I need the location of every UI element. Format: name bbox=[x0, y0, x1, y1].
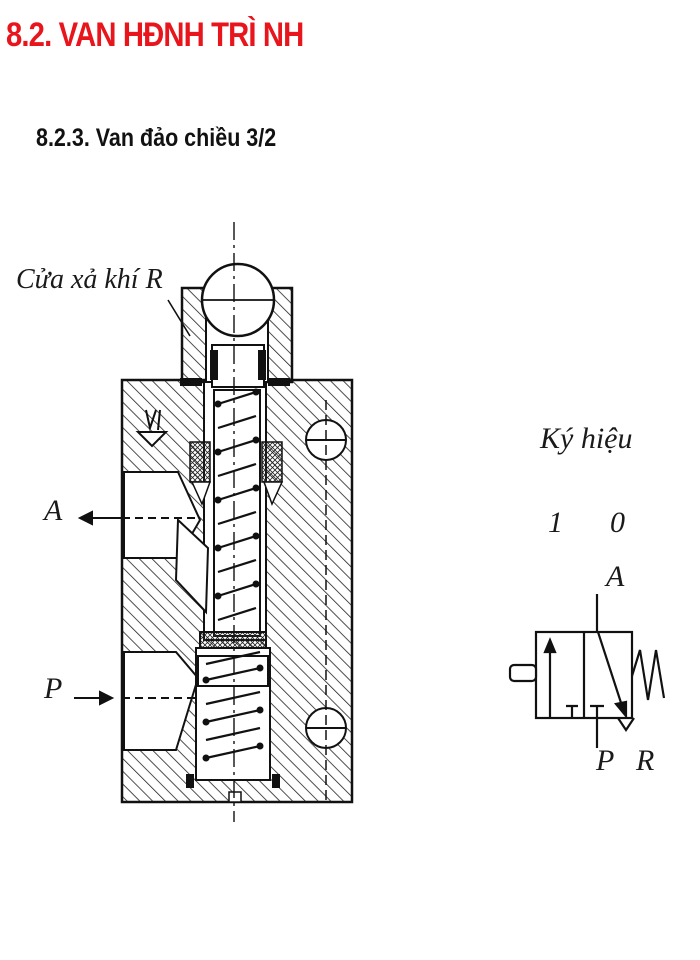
exhaust-vent bbox=[135, 409, 169, 448]
plunger-head bbox=[180, 262, 290, 388]
port-a-label: A bbox=[44, 494, 63, 527]
symbol-port-a-label: A bbox=[606, 560, 625, 593]
upper-spring bbox=[213, 388, 261, 637]
symbol-port-p-label: P bbox=[596, 744, 615, 777]
section-subtitle: 8.2.3. Van đảo chiều 3/2 bbox=[36, 124, 277, 152]
guide-bushing bbox=[189, 441, 284, 506]
position-1-label: 1 bbox=[548, 506, 563, 539]
exhaust-leader bbox=[167, 299, 191, 337]
exhaust-label: Cửa xả khí R bbox=[16, 264, 163, 295]
symbol-heading: Ký hiệu bbox=[540, 422, 633, 455]
mounting-holes bbox=[305, 400, 347, 800]
poppet bbox=[197, 631, 269, 687]
port-p-arrow bbox=[74, 690, 196, 706]
port-a-arrow bbox=[77, 510, 200, 526]
page-title: 8.2. VAN HĐNH TRÌ NH bbox=[6, 16, 304, 54]
port-p-label: P bbox=[44, 672, 63, 705]
symbol-port-r-label: R bbox=[636, 744, 655, 777]
lower-spring bbox=[186, 650, 280, 803]
valve-symbol bbox=[508, 594, 666, 748]
position-0-label: 0 bbox=[610, 506, 625, 539]
